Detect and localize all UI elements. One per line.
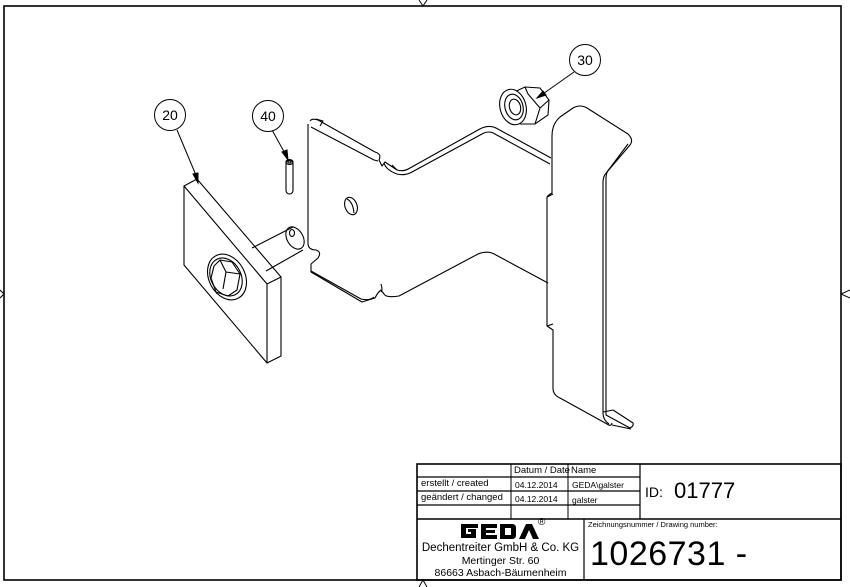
id-value: 01777 bbox=[674, 478, 736, 503]
svg-text:40: 40 bbox=[260, 108, 276, 124]
part-20-plate bbox=[183, 178, 305, 364]
changed-label: geändert / changed bbox=[421, 492, 503, 503]
balloon-30: 30 bbox=[569, 44, 601, 76]
created-date: 04.12.2014 bbox=[515, 480, 558, 490]
company-city: 86663 Asbach-Bäumenheim bbox=[434, 567, 567, 579]
changed-date: 04.12.2014 bbox=[515, 494, 558, 504]
part-30-nut bbox=[499, 86, 550, 126]
geda-logo bbox=[461, 524, 539, 539]
drawing-number-label: Zeichnungsnummer / Drawing number: bbox=[588, 520, 718, 529]
part-40-pin bbox=[285, 158, 294, 195]
main-bracket bbox=[307, 105, 634, 430]
company-street: Mertinger Str. 60 bbox=[461, 555, 540, 567]
header-date-label: Datum / Date bbox=[514, 465, 570, 476]
svg-text:20: 20 bbox=[162, 107, 178, 123]
created-label: erstellt / created bbox=[421, 478, 489, 489]
logo-registered-mark: ® bbox=[538, 517, 546, 528]
svg-text:30: 30 bbox=[577, 52, 593, 68]
changed-name: galster bbox=[572, 495, 598, 505]
drawing-number: 1026731 - bbox=[590, 535, 748, 573]
header-name-label: Name bbox=[571, 465, 597, 476]
balloon-20: 20 bbox=[154, 99, 186, 131]
balloon-leaders bbox=[176, 71, 575, 185]
id-label: ID: bbox=[645, 484, 663, 500]
title-block-grid bbox=[416, 463, 842, 581]
company-name: Dechentreiter GmbH & Co. KG bbox=[421, 542, 580, 554]
balloon-40: 40 bbox=[252, 100, 284, 132]
created-name: GEDA\galster bbox=[572, 480, 624, 490]
